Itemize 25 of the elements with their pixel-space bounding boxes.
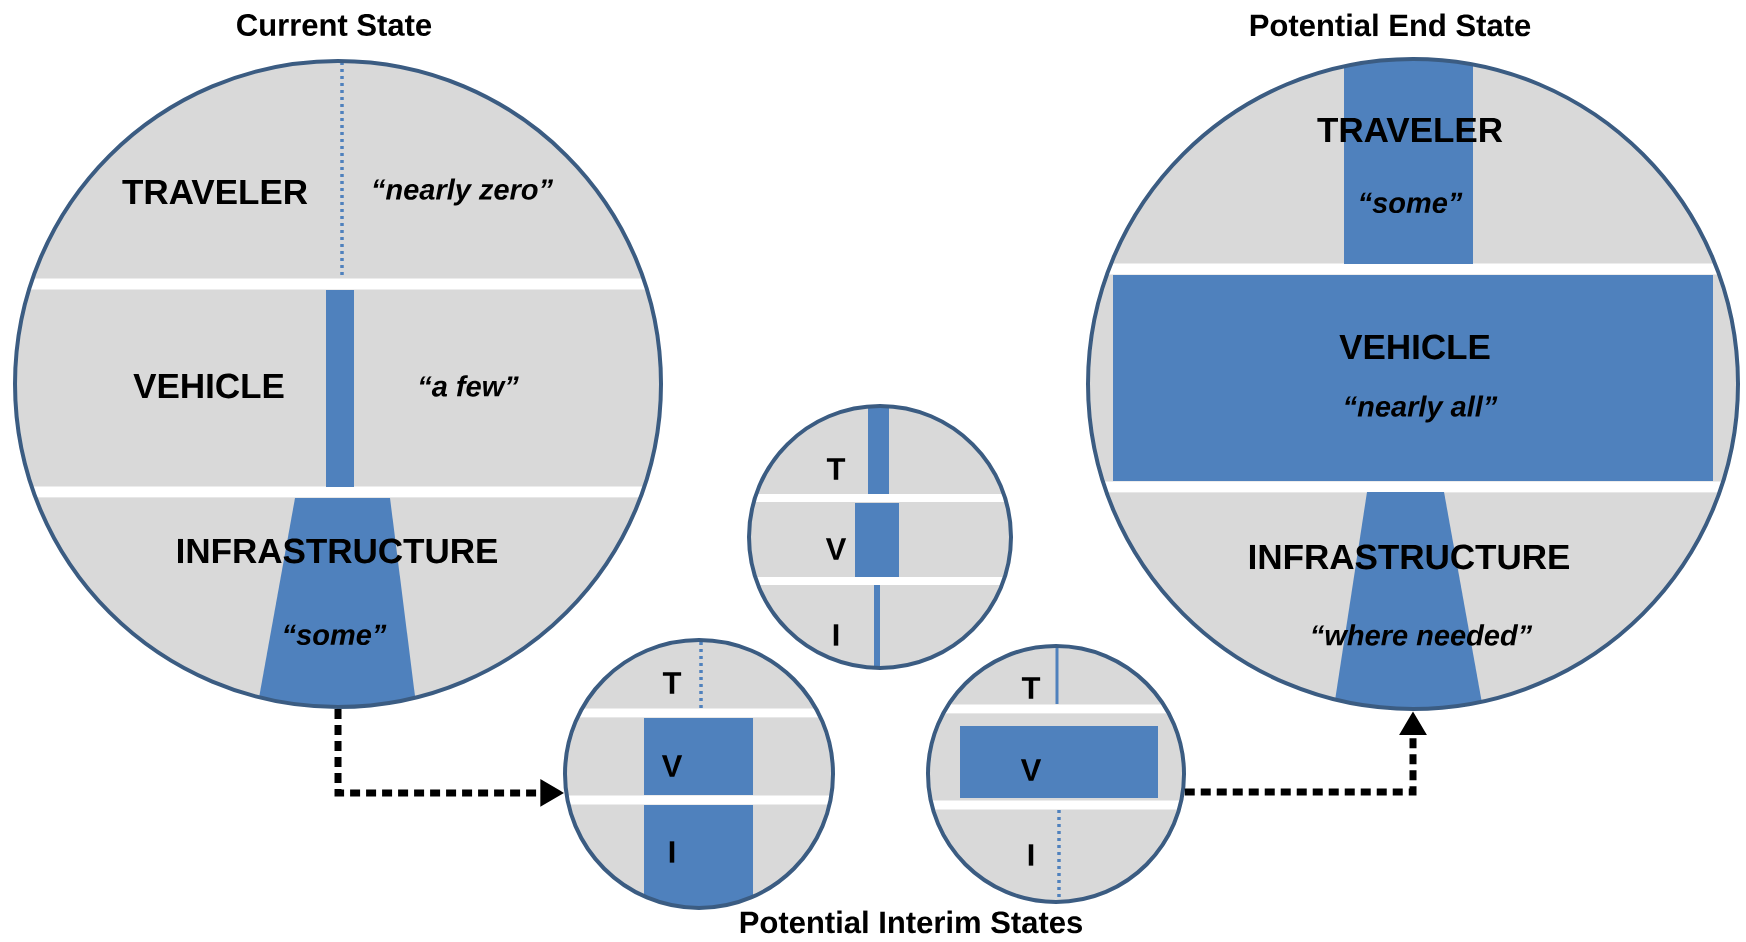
band-letter: T — [662, 672, 682, 694]
band-letter: V — [661, 755, 683, 777]
state-title: Potential End State — [1250, 13, 1531, 37]
band-label: TRAVELER — [122, 179, 308, 205]
state-title: Current State — [237, 14, 432, 36]
quantity-label: “a few” — [419, 375, 519, 397]
state-circle — [747, 404, 1013, 670]
band-letter: T — [826, 458, 846, 480]
band-letter: T — [1021, 677, 1041, 699]
band-letter: I — [669, 841, 675, 863]
band-label: VEHICLE — [1339, 334, 1490, 360]
band-letter: I — [1028, 844, 1034, 866]
quantity-label: “some” — [284, 624, 387, 646]
state-circle — [1086, 13, 1740, 711]
quantity-label: “nearly zero” — [373, 178, 554, 206]
state-circle — [926, 644, 1186, 904]
band-label: VEHICLE — [133, 373, 284, 399]
quantity-label: “nearly all” — [1345, 395, 1498, 423]
state-circle — [13, 14, 663, 709]
band-letter: I — [833, 624, 839, 646]
band-letter: V — [825, 538, 847, 560]
band-letter: V — [1020, 759, 1042, 781]
state-circle — [563, 638, 835, 910]
quantity-label: “some” — [1360, 192, 1463, 214]
group-caption: Potential Interim States — [740, 910, 1082, 934]
